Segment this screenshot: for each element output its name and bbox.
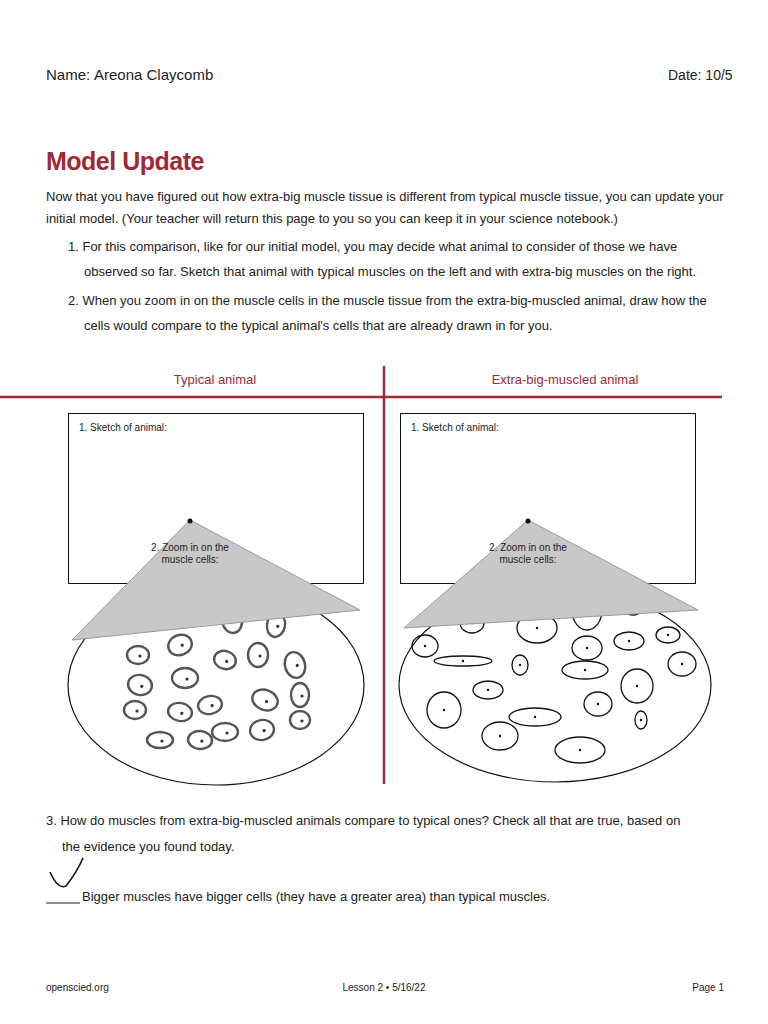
- footer-lesson: Lesson 2 • 5/16/22: [284, 977, 484, 999]
- check-mark: [50, 858, 83, 887]
- date-label: Date: 10/5: [668, 64, 733, 86]
- intro-text: Now that you have figured out how extra-…: [46, 186, 730, 230]
- zoom-callout: 2. Zoom in on the muscle cells:: [70, 518, 362, 643]
- question-text: 3. How do muscles from extra-big-muscled…: [46, 808, 686, 860]
- zoom-wedge: [400, 518, 700, 643]
- answer-option: Bigger muscles have bigger cells (they h…: [82, 886, 722, 908]
- zoom-label: 2. Zoom in on the muscle cells:: [150, 542, 230, 566]
- footer-page: Page 1: [680, 977, 724, 999]
- instruction-item: 2. When you zoom in on the muscle cells …: [68, 288, 730, 338]
- name-label: Name:: [46, 64, 90, 86]
- page-title: Model Update: [46, 146, 204, 176]
- box-label: 1. Sketch of animal:: [79, 422, 353, 434]
- student-name: Areona Claycomb: [94, 64, 213, 86]
- table-rule: [0, 396, 722, 399]
- instruction-item: 1. For this comparison, like for our ini…: [68, 234, 730, 284]
- table-divider: [383, 366, 386, 784]
- zoom-wedge: [70, 518, 362, 643]
- zoom-label: 2. Zoom in on the muscle cells:: [488, 542, 568, 566]
- zoom-callout: 2. Zoom in on the muscle cells:: [400, 518, 700, 643]
- box-label: 1. Sketch of animal:: [411, 422, 685, 434]
- footer-site: openscied.org: [46, 977, 109, 999]
- column-header: Typical animal: [120, 369, 310, 391]
- answer-blank: [46, 903, 80, 904]
- column-header: Extra-big-muscled animal: [440, 369, 690, 391]
